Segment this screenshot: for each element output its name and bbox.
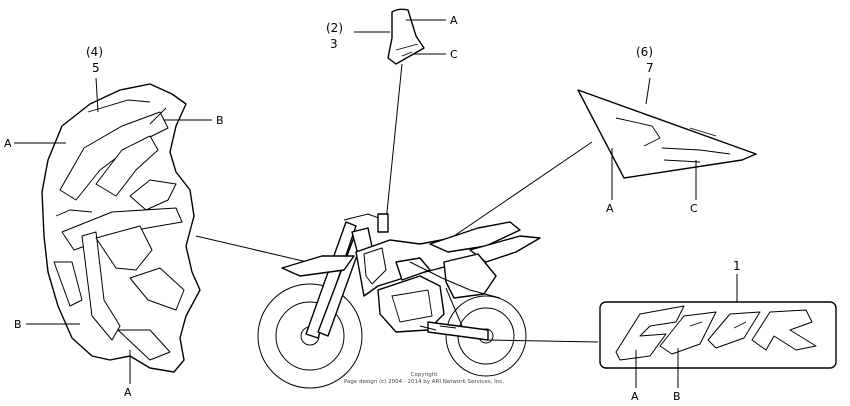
shroud-ref-label: (2) [326, 21, 343, 35]
callout-c-shroud: C [450, 48, 458, 61]
leader-line [385, 63, 403, 223]
callout-b-emblem: B [673, 390, 681, 403]
side-cover-ref-label: (6) [636, 45, 653, 59]
leader-line [645, 77, 651, 105]
motorcycle-illustration [257, 213, 541, 389]
shroud-mark-decal[interactable] [387, 8, 425, 65]
side-cover-part-number: 7 [646, 61, 654, 75]
tank-cover-decal[interactable] [41, 83, 201, 373]
tank-cover-ref-label: (4) [86, 45, 103, 59]
shroud-part-number: 3 [330, 37, 338, 51]
callout-a-top: A [4, 137, 12, 150]
callout-a-side-cover: A [606, 202, 614, 215]
emblem-part-number: 1 [733, 259, 741, 273]
callout-b-top: B [216, 114, 224, 127]
leader-line [487, 339, 599, 343]
tank-cover-part-number: 5 [92, 61, 100, 75]
copyright-title: Copyright [411, 372, 439, 378]
side-cover-decal[interactable] [577, 89, 757, 179]
callout-a-emblem: A [631, 390, 639, 403]
callout-c-side-cover: C [690, 202, 698, 215]
callout-b-bottom: B [14, 318, 22, 331]
callout-a-bottom: A [124, 386, 132, 399]
leader-line [95, 77, 99, 113]
emblem-decal[interactable] [599, 301, 837, 369]
copyright-notice: Page design (c) 2004 - 2014 by ARI Netwo… [344, 379, 504, 385]
callout-a-shroud: A [450, 14, 458, 27]
